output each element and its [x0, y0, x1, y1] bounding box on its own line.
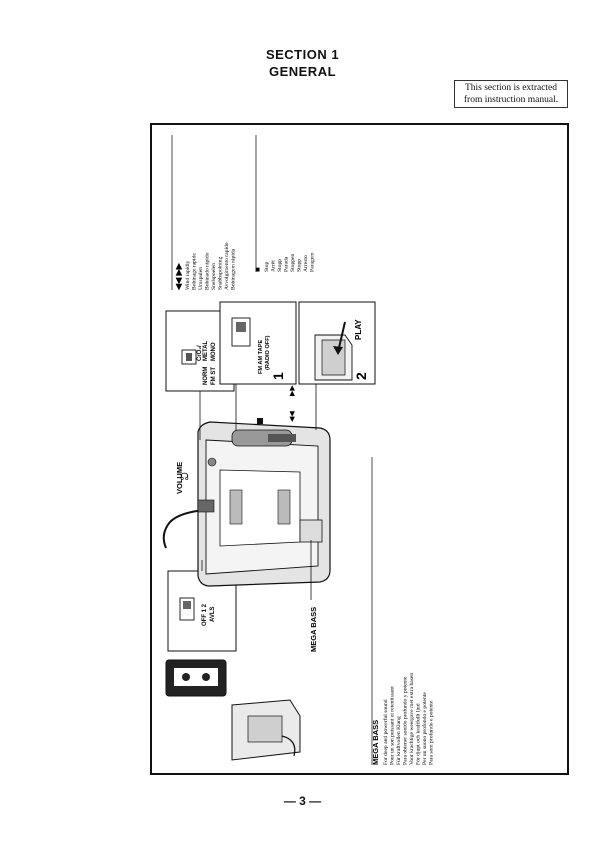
stop-column: ■ Stop Arrêt Stopp Parada Stoppen Stopp …: [253, 252, 316, 272]
mega-bass-line: För djupt och kraftfullt ljud: [415, 703, 422, 765]
extract-note: This section is extracted from instructi…: [454, 80, 568, 108]
rewind-ff-line: Bobinage rapide: [192, 253, 198, 290]
rewind-ff-line: Snelspoelen: [211, 263, 217, 290]
stop-line: Stopp: [297, 259, 303, 272]
section-number: SECTION 1: [265, 47, 340, 62]
section-title: GENERAL: [268, 64, 337, 79]
cassette-player: [197, 421, 331, 587]
stop-line: Stoppen: [290, 253, 296, 272]
mega-bass-line: Voor krachtige weergave met extra basen: [409, 673, 415, 765]
radio-bands-label: FM AM TAPE: [258, 340, 264, 374]
stop-line: Arresto: [303, 255, 309, 272]
mega-bass-line: Para obtener sonido profundo y potente: [402, 676, 409, 765]
avls-label: AVLS: [210, 606, 216, 622]
avls-switch-knob: [183, 601, 191, 609]
diagram-frame: [150, 123, 569, 775]
fast-forward-icon: ▶▶: [289, 385, 296, 396]
tape-switch-icon: [181, 349, 197, 365]
tape-norm-label: NORM: [203, 367, 209, 385]
mega-bass-column: MEGA BASS For deep and powerful sound Po…: [371, 673, 435, 765]
avls-switch-icon: [179, 597, 195, 621]
tape-metal-label: METAL: [203, 340, 209, 361]
rewind-ff-column: ◀◀ ▶▶ Wind rapidly Bobinage rapide Umspu…: [174, 242, 237, 291]
page-number: — 3 —: [283, 794, 322, 808]
stop-line: Paragem: [310, 252, 316, 272]
rewind-ff-line: Wind rapidly: [185, 260, 191, 290]
rewind-ff-line: Umspulen: [198, 267, 204, 290]
mega-bass-line: For deep and powerful sound: [382, 699, 389, 765]
radio-switch-icon: [231, 317, 251, 347]
rewind-ff-symbol: ◀◀ ▶▶: [174, 262, 183, 291]
headphone-jack: [207, 457, 217, 467]
mega-bass-line: Per un suono profondo e potente: [421, 692, 428, 765]
radio-switch-knob: [236, 322, 246, 332]
rewind-ff-line: Bobinagem rápida: [231, 248, 237, 290]
extract-note-line-2: from instruction manual.: [463, 95, 559, 105]
mega-bass-button: [299, 519, 323, 543]
tape-mono-label: MONO: [211, 342, 217, 361]
insert-arrow: [281, 735, 296, 757]
play-panel: PLAY 2: [298, 301, 376, 385]
headphone-plug: [197, 499, 215, 513]
cassette-insert-illustration: [165, 659, 301, 761]
stop-line: Stop: [264, 262, 270, 272]
tape-crv-label: CrO₂/: [197, 345, 203, 361]
step-1-number: 1: [270, 372, 286, 380]
tape-switch-knob: [186, 353, 192, 361]
stop-line: Parada: [284, 256, 290, 272]
stop-line: Stopp: [277, 259, 283, 272]
radio-switch-panel: FM AM TAPE (RADIO OFF) 1: [219, 301, 297, 385]
extract-note-line-1: This section is extracted: [464, 83, 558, 93]
mega-bass-heading: MEGA BASS: [371, 720, 380, 765]
play-label: PLAY: [354, 319, 363, 340]
mega-bass-line: Pour un son puissant et retentissant: [390, 686, 396, 765]
avls-positions: OFF 1 2: [202, 603, 208, 626]
rewind-ff-line: Avvolgimento rapido: [224, 242, 230, 290]
volume-label: VOLUME: [175, 462, 184, 494]
headphone-cable: [162, 509, 207, 549]
step-2-number: 2: [353, 372, 369, 380]
mega-bass-line: Para som profundo e potente: [428, 700, 435, 765]
stop-symbol: ■: [253, 267, 262, 272]
rewind-icon: ◀◀: [289, 411, 296, 422]
mega-bass-label: MEGA BASS: [309, 607, 318, 652]
stop-icon: [257, 418, 263, 424]
rewind-ff-line: Snabbspolning: [218, 257, 224, 290]
tape-fmst-label: FM ST: [211, 367, 217, 385]
radio-off-label: (RADIO OFF): [265, 335, 271, 370]
rewind-ff-line: Bobinado rápido: [205, 252, 211, 290]
mega-bass-line: Für kraftvollen Klang: [395, 716, 402, 765]
headphone-icon: ☊: [180, 472, 189, 483]
stop-line: Arrêt: [271, 260, 277, 272]
